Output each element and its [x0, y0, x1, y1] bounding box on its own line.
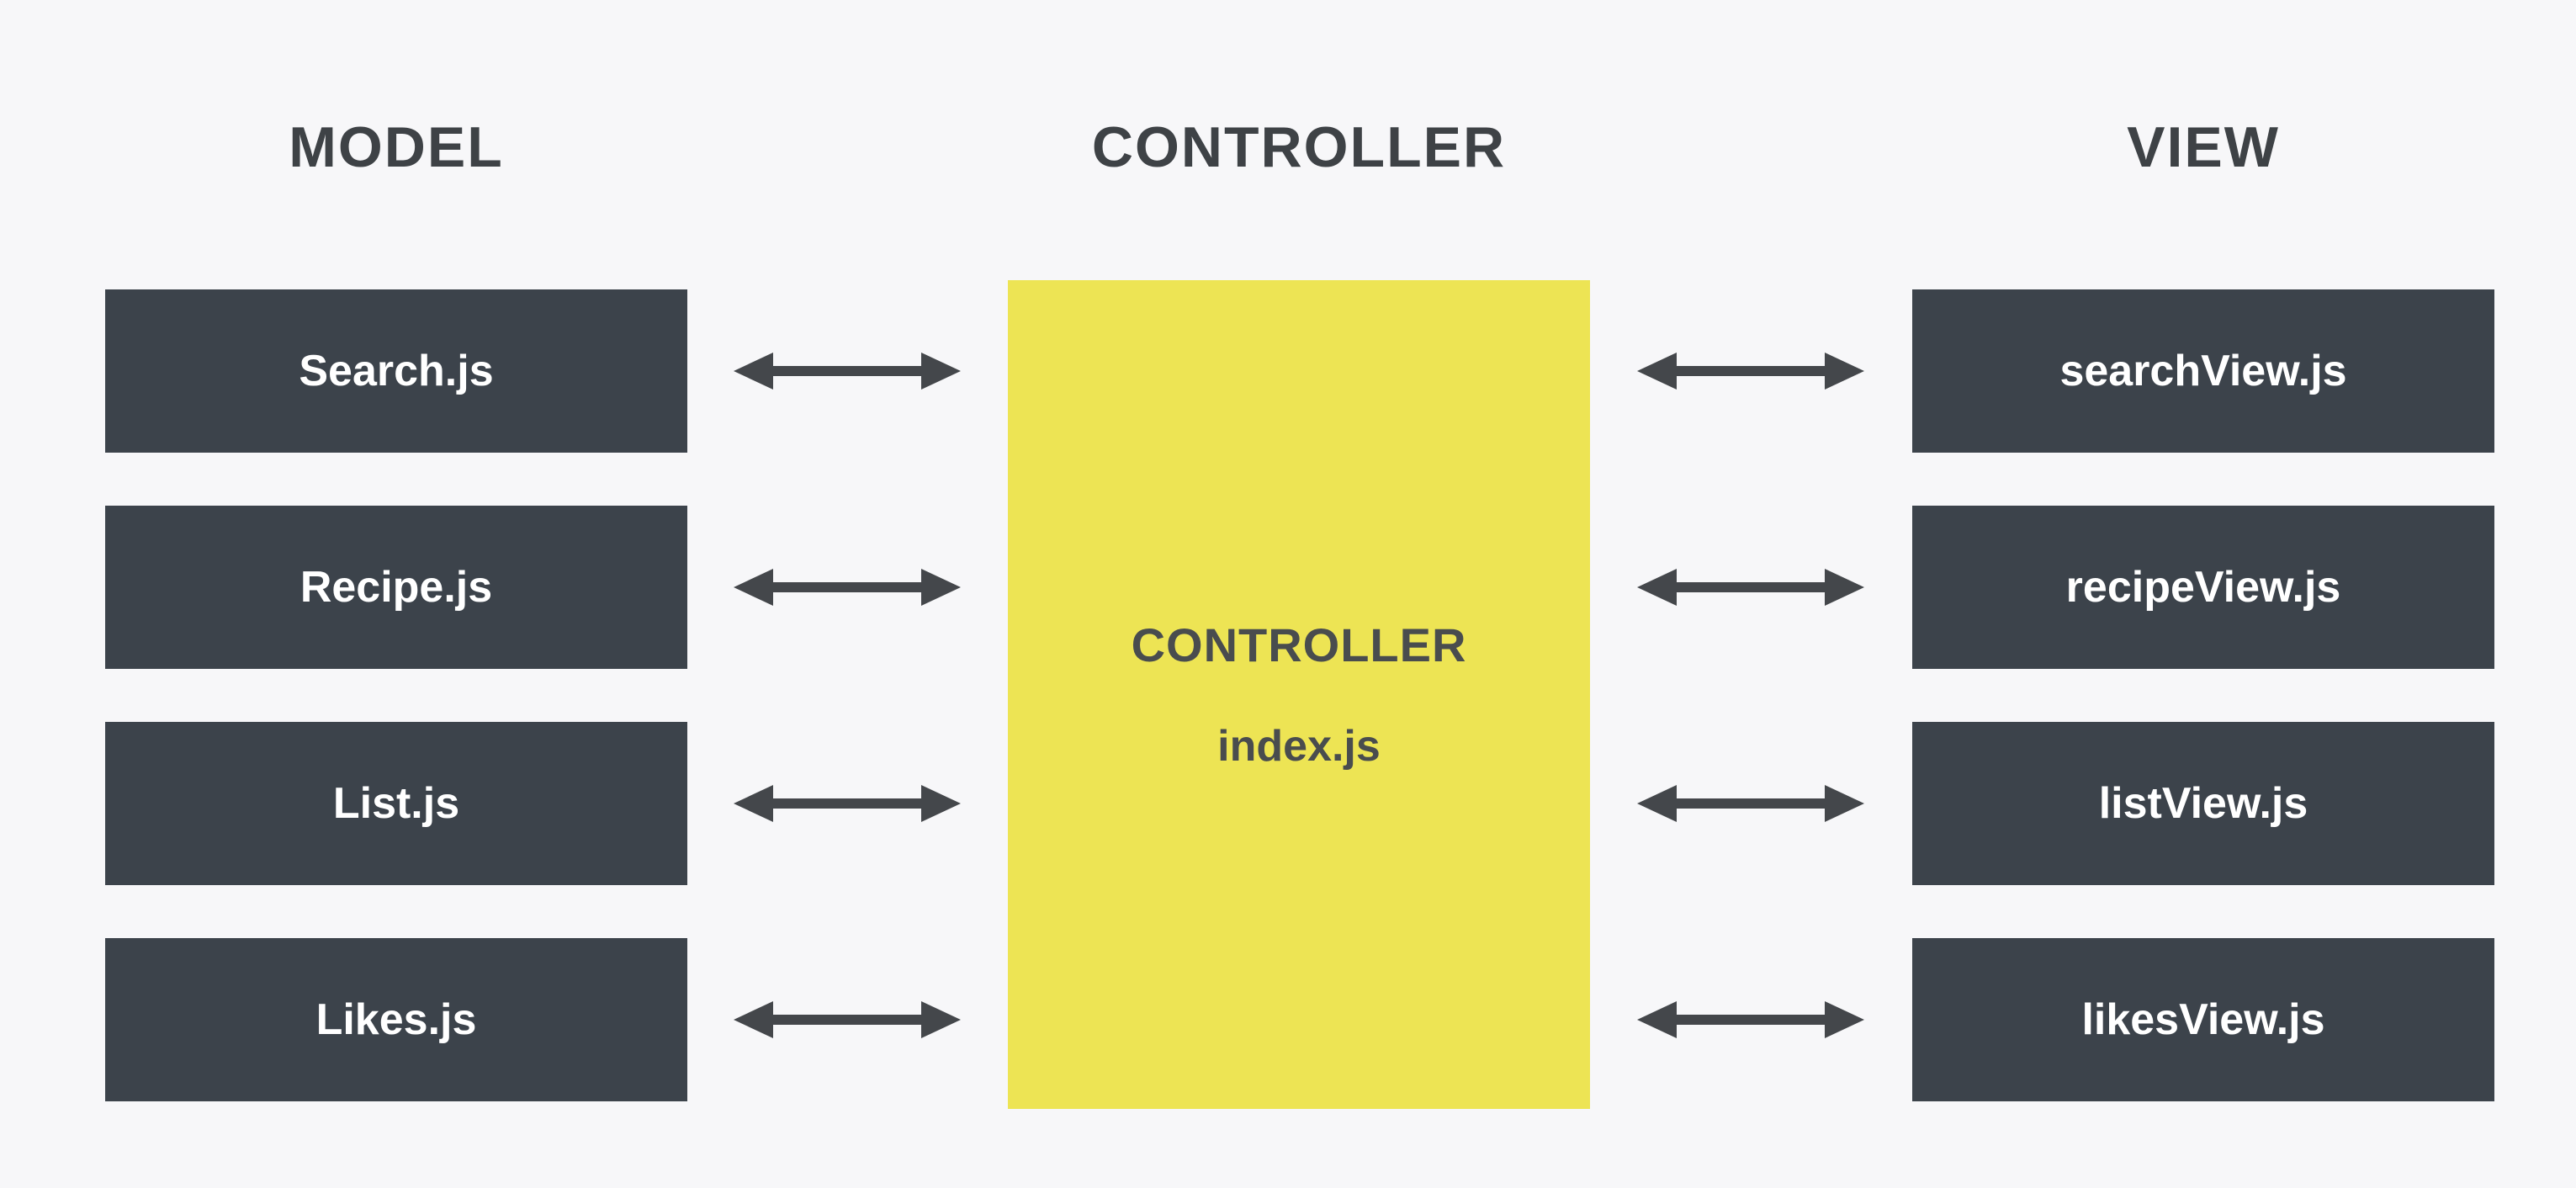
arrow-shaft	[1677, 582, 1825, 592]
model-box-label: Likes.js	[315, 995, 477, 1044]
view-box-recipe-view-js: recipeView.js	[1912, 506, 2494, 669]
arrow-left-head	[734, 785, 773, 822]
bidirectional-arrow-icon	[1637, 353, 1864, 390]
view-box-label: likesView.js	[2081, 995, 2325, 1044]
arrow-left-head	[1637, 785, 1677, 822]
arrow-right-head	[921, 569, 961, 606]
model-box-recipe-js: Recipe.js	[105, 506, 687, 669]
arrow-right-head	[921, 785, 961, 822]
arrow-shaft	[1677, 798, 1825, 809]
arrow-shaft	[773, 798, 921, 809]
arrow-shaft	[773, 1015, 921, 1025]
bidirectional-arrow-icon	[1637, 785, 1864, 822]
arrow-right-head	[1825, 569, 1864, 606]
model-box-list-js: List.js	[105, 722, 687, 885]
bidirectional-arrow-icon	[734, 785, 961, 822]
arrow-left-head	[1637, 353, 1677, 390]
bidirectional-arrow-icon	[734, 569, 961, 606]
column-header-controller: CONTROLLER	[1091, 115, 1507, 179]
bidirectional-arrow-icon	[1637, 1001, 1864, 1038]
bidirectional-arrow-icon	[734, 1001, 961, 1038]
arrow-left-head	[1637, 569, 1677, 606]
controller-box: CONTROLLER index.js	[1008, 280, 1590, 1109]
view-box-search-view-js: searchView.js	[1912, 289, 2494, 453]
view-box-label: recipeView.js	[2065, 563, 2341, 612]
view-box-label: searchView.js	[2059, 347, 2347, 395]
arrow-shaft	[1677, 1015, 1825, 1025]
arrow-right-head	[921, 353, 961, 390]
arrow-right-head	[1825, 353, 1864, 390]
arrow-shaft	[1677, 366, 1825, 376]
model-box-label: List.js	[332, 779, 460, 828]
arrow-right-head	[1825, 1001, 1864, 1038]
bidirectional-arrow-icon	[734, 353, 961, 390]
model-box-label: Recipe.js	[299, 563, 493, 612]
column-header-model: MODEL	[289, 115, 504, 179]
arrow-left-head	[734, 353, 773, 390]
arrow-shaft	[773, 366, 921, 376]
controller-box-title: CONTROLLER	[1131, 618, 1467, 671]
view-box-label: listView.js	[2098, 779, 2308, 828]
arrow-left-head	[734, 569, 773, 606]
model-box-search-js: Search.js	[105, 289, 687, 453]
arrow-shaft	[773, 582, 921, 592]
arrow-right-head	[921, 1001, 961, 1038]
controller-box-file-label: index.js	[1217, 722, 1381, 771]
model-box-likes-js: Likes.js	[105, 938, 687, 1101]
arrow-left-head	[1637, 1001, 1677, 1038]
arrow-left-head	[734, 1001, 773, 1038]
view-box-list-view-js: listView.js	[1912, 722, 2494, 885]
arrow-right-head	[1825, 785, 1864, 822]
model-box-label: Search.js	[299, 347, 494, 395]
view-box-likes-view-js: likesView.js	[1912, 938, 2494, 1101]
column-header-view: VIEW	[2127, 115, 2280, 179]
bidirectional-arrow-icon	[1637, 569, 1864, 606]
